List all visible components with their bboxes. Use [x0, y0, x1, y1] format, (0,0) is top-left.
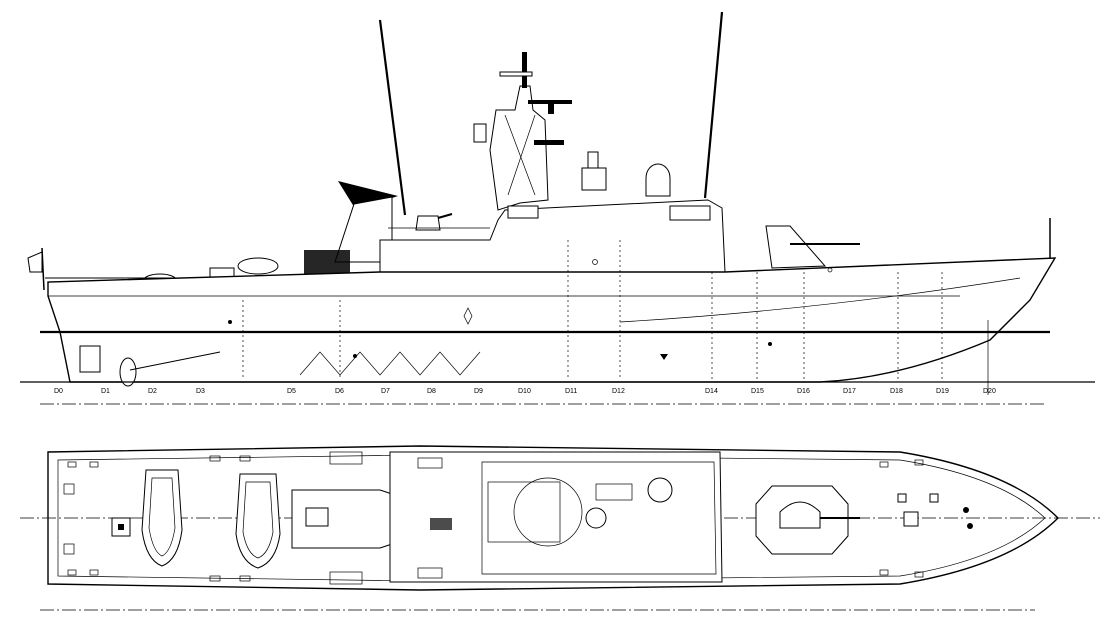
dome-plan	[647, 477, 673, 503]
aft-hatch-inner	[118, 524, 124, 530]
bollard-1	[963, 507, 969, 513]
shaft	[129, 351, 221, 371]
tower-strut-2	[507, 114, 536, 196]
station-label: D16	[797, 388, 810, 395]
draft-mark	[463, 307, 473, 325]
station-label: D3	[196, 388, 205, 395]
mast-top	[522, 52, 527, 88]
capstan-1	[897, 493, 907, 503]
station-label: D1	[101, 388, 110, 395]
station-label: D20	[983, 388, 996, 395]
station-label: D19	[936, 388, 949, 395]
bridge-tower	[489, 85, 549, 211]
forward-mast	[703, 11, 724, 199]
aft-gun	[415, 215, 441, 231]
antenna-bar	[499, 71, 533, 77]
aft-mast	[378, 19, 407, 216]
rhib-starboard	[235, 473, 281, 569]
bridge-windows	[669, 205, 711, 221]
deckhouse-panel	[305, 507, 329, 527]
rhib-port-inner	[148, 477, 176, 557]
fwd-mark	[660, 354, 668, 360]
station-label: D18	[890, 388, 903, 395]
station-label: D8	[427, 388, 436, 395]
rudder	[79, 345, 101, 373]
sheer-line	[619, 277, 1021, 323]
station-label: D12	[612, 388, 625, 395]
bridge-outline	[481, 461, 717, 575]
station-label: D2	[148, 388, 157, 395]
flag-box	[473, 123, 487, 143]
davit-port	[417, 457, 443, 469]
capstan-2	[929, 493, 939, 503]
station-label: D0	[54, 388, 63, 395]
bollard-2	[967, 523, 973, 529]
bridge-console	[595, 483, 633, 501]
winch-starboard	[329, 571, 363, 585]
winch-port	[329, 451, 363, 465]
tower-base	[487, 481, 561, 543]
radar-array	[528, 100, 572, 104]
station-label: D9	[474, 388, 483, 395]
plan-view	[20, 445, 1100, 611]
hull	[47, 257, 1057, 383]
rhib-starboard-inner	[242, 481, 274, 559]
director-head	[587, 151, 599, 169]
director	[581, 167, 607, 191]
station-label: D6	[335, 388, 344, 395]
aft-gun-barrel	[437, 213, 453, 219]
keel-zigzag	[299, 351, 481, 376]
liferaft	[237, 257, 279, 275]
station-label: D14	[705, 388, 718, 395]
deck-fittings	[63, 455, 924, 582]
station-label: D11	[565, 388, 577, 395]
station-label: D15	[751, 388, 764, 395]
platform	[534, 140, 564, 145]
window-1	[507, 205, 539, 219]
side-profile-view: D0 D1 D2 D3 D5 D6 D7 D8 D9 D10 D11 D12 D…	[20, 11, 1095, 405]
frame-marks	[242, 240, 943, 380]
station-label: D5	[287, 388, 296, 395]
ladder-plan	[430, 518, 452, 530]
portholes	[228, 259, 833, 358]
bow-gun-mount	[765, 225, 827, 269]
bow-gun-turret	[779, 501, 821, 529]
tower-circle	[513, 477, 583, 547]
station-label: D17	[843, 388, 856, 395]
propeller	[119, 357, 137, 387]
funnel-cap	[338, 181, 398, 210]
ensign	[27, 251, 43, 273]
satcom-dome	[645, 163, 671, 197]
anchor-windlass	[903, 511, 919, 527]
radar-mount	[548, 104, 554, 114]
tower-strut	[504, 114, 536, 196]
station-label: D7	[381, 388, 390, 395]
main-superstructure	[389, 451, 723, 583]
rhib-port	[141, 469, 183, 567]
station-labels: D0 D1 D2 D3 D5 D6 D7 D8 D9 D10 D11 D12 D…	[54, 388, 996, 395]
davit-starboard	[417, 567, 443, 579]
director-plan	[585, 507, 607, 529]
station-label: D10	[518, 388, 531, 395]
